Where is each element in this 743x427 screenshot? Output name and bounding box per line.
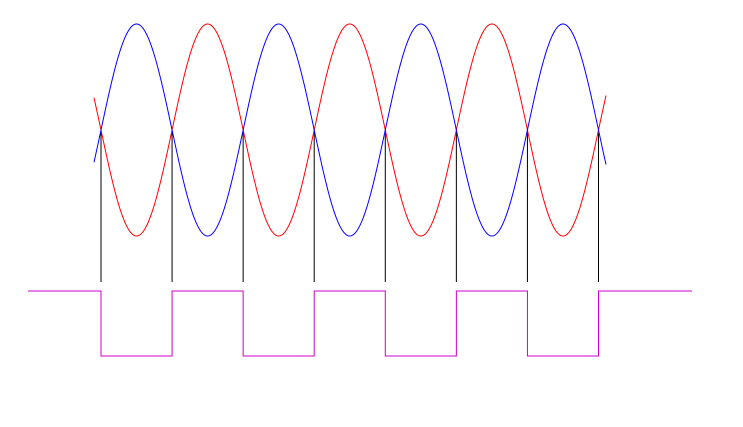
square-wave-group <box>28 290 692 357</box>
square-wave <box>28 290 692 357</box>
crossing-markers <box>100 130 599 282</box>
sine-wave-blue <box>93 23 607 237</box>
sine-waves <box>93 23 607 237</box>
sine-wave-red <box>93 23 607 237</box>
